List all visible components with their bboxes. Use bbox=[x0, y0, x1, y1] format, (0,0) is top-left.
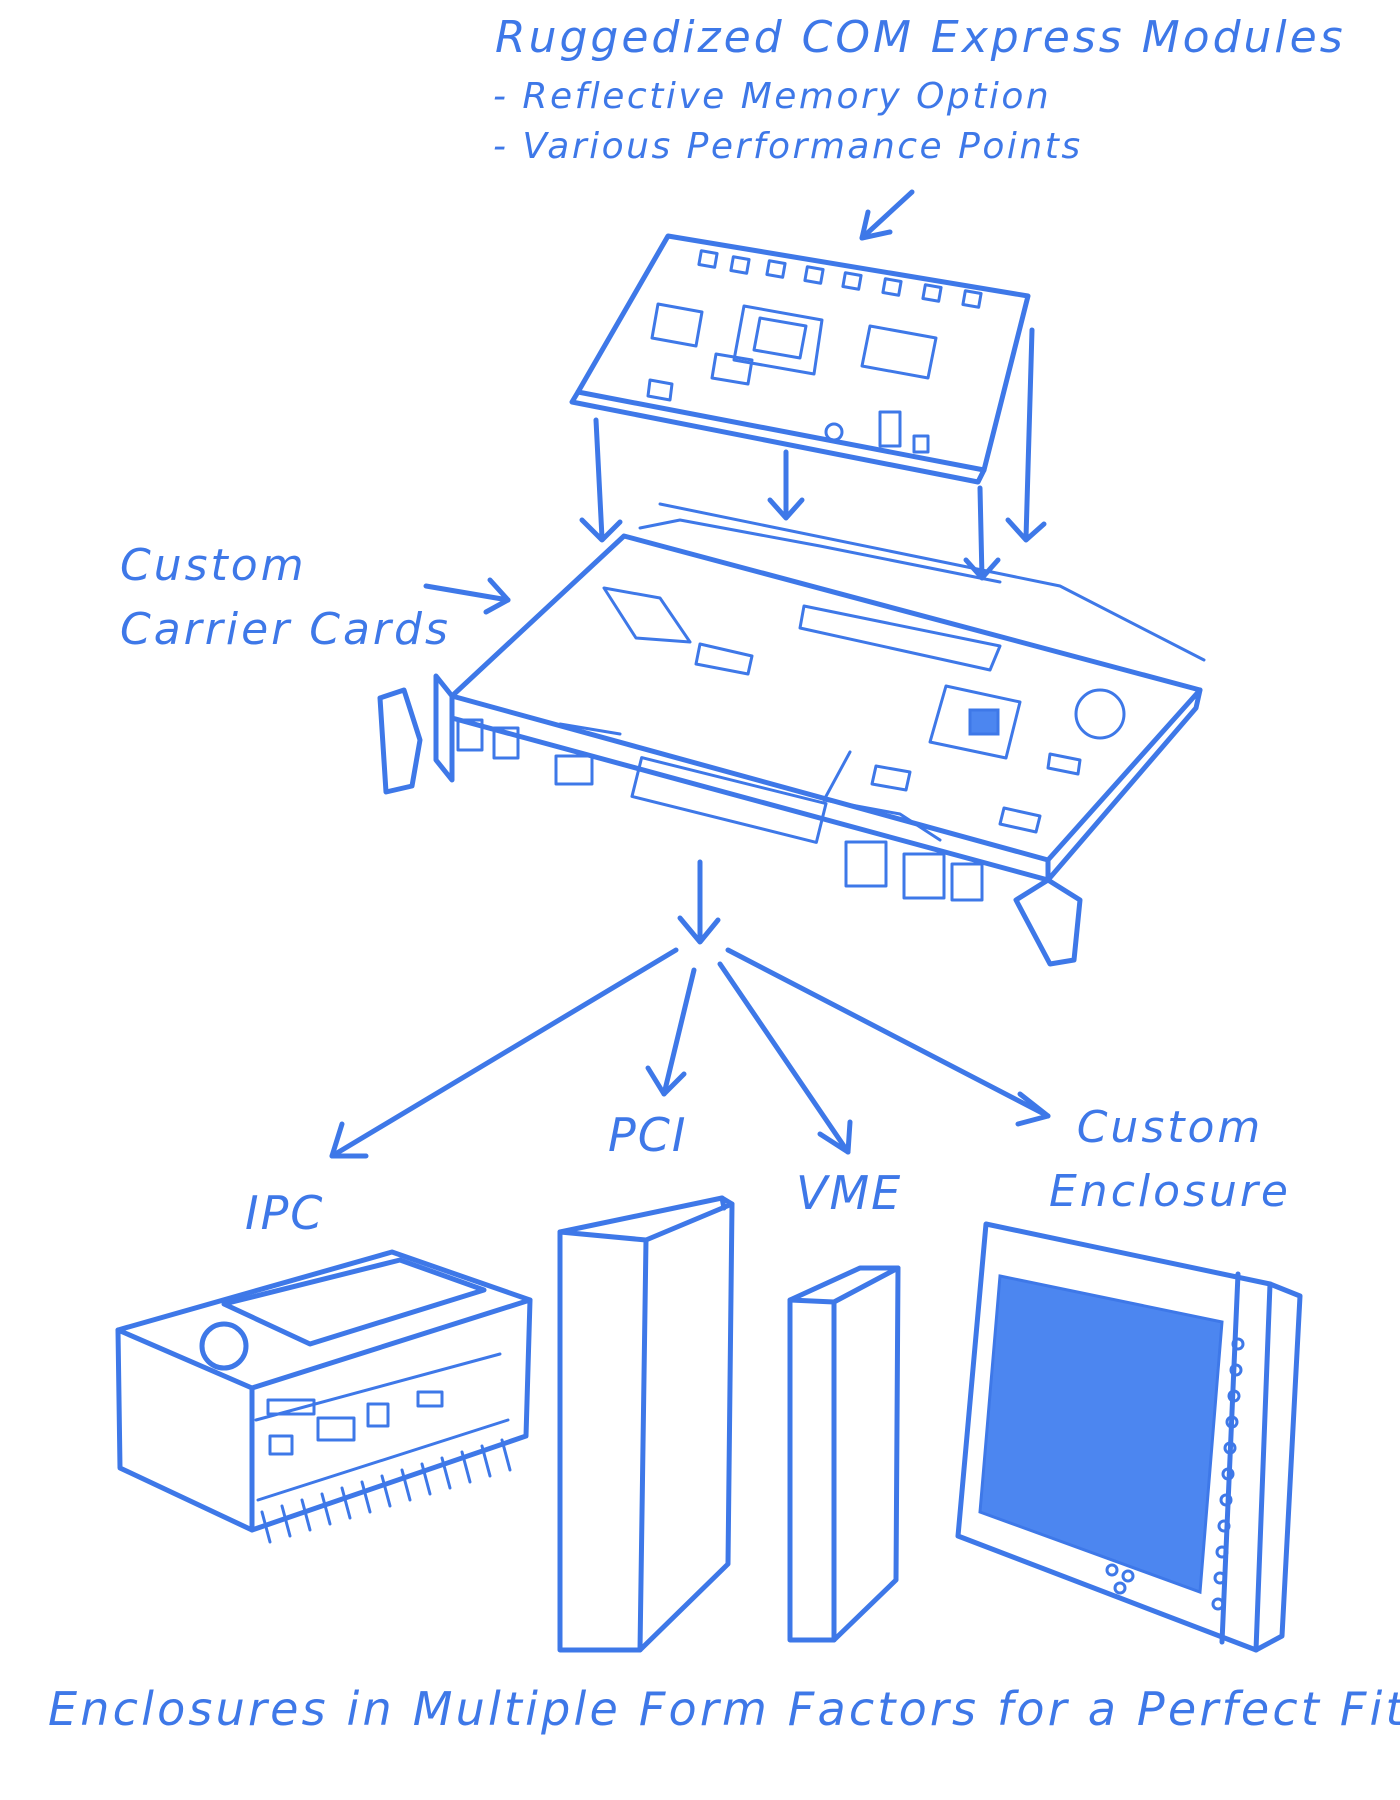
carrier-label: Custom Carrier Cards bbox=[120, 540, 451, 655]
vme-enclosure bbox=[787, 1265, 901, 1643]
module-pads bbox=[697, 249, 983, 309]
arrow-to-vme bbox=[717, 961, 853, 1155]
module-bullet-performance: - Various Performance Points bbox=[493, 126, 1083, 167]
footer-tagline: Enclosures in Multiple Form Factors for … bbox=[48, 1682, 1400, 1736]
arrow-to-ipc bbox=[329, 947, 679, 1159]
module-bullet-reflective: - Reflective Memory Option bbox=[493, 76, 1052, 117]
arrows-module-to-carrier bbox=[579, 327, 1047, 581]
module-chips bbox=[646, 302, 938, 454]
carrier-card bbox=[377, 502, 1206, 967]
arrow-label-to-carrier bbox=[423, 577, 511, 615]
arrow-carrier-to-hub bbox=[677, 859, 721, 945]
ipc-enclosure bbox=[115, 1249, 533, 1544]
arrow-title-to-module bbox=[859, 189, 915, 241]
com-express-module bbox=[569, 233, 1031, 485]
pci-label: PCI bbox=[608, 1108, 688, 1162]
vme-label: VME bbox=[796, 1166, 903, 1220]
ipc-label: IPC bbox=[245, 1186, 325, 1240]
custom-enclosure-label: Custom Enclosure bbox=[1049, 1102, 1291, 1217]
custom-enclosure-buttons bbox=[1105, 1337, 1245, 1611]
custom-enclosure bbox=[955, 1221, 1303, 1653]
arrow-to-custom bbox=[725, 947, 1051, 1127]
pci-enclosure bbox=[557, 1195, 735, 1653]
arrow-to-pci bbox=[645, 967, 697, 1097]
module-title: Ruggedized COM Express Modules bbox=[495, 12, 1346, 63]
